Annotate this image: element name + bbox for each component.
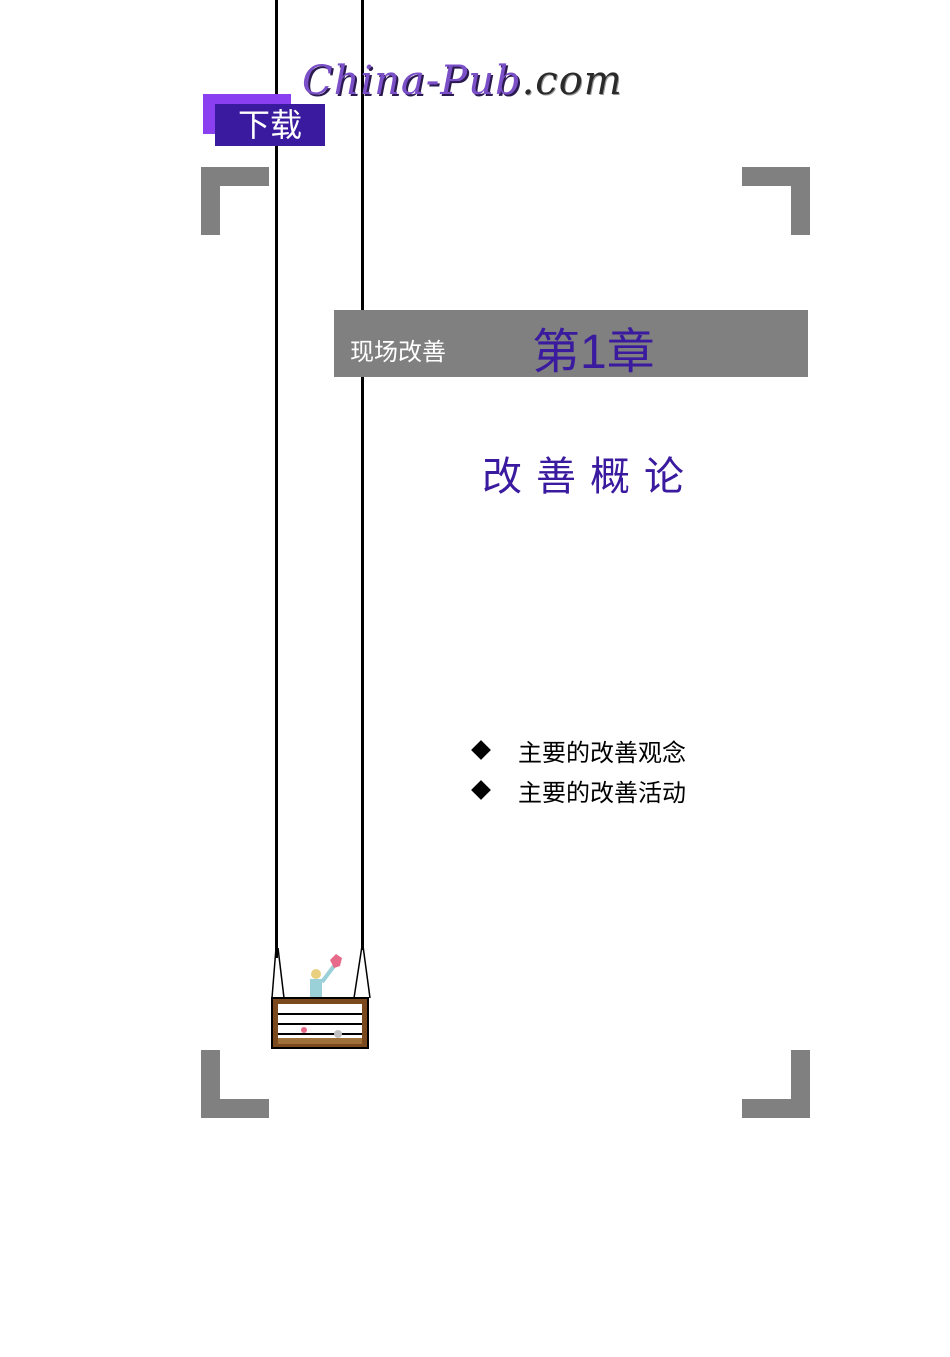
corner-bottom-left-h: [201, 1099, 269, 1118]
chapter-number: 第1章: [532, 326, 655, 379]
download-badge[interactable]: 下载: [215, 104, 325, 146]
diamond-bullet-icon: [471, 780, 491, 800]
list-item-label: 主要的改善观念: [518, 738, 686, 767]
chapter-title: 改善概论: [482, 454, 698, 500]
logo-suffix: .com: [521, 58, 623, 104]
book-subtitle: 现场改善: [350, 338, 446, 366]
right-rope: [361, 0, 364, 950]
list-item[interactable]: 主要的改善活动: [470, 770, 686, 810]
corner-top-left-v: [201, 167, 220, 235]
chapter-banner: [334, 310, 808, 377]
logo-text: China-Pub: [302, 58, 522, 104]
list-item[interactable]: 主要的改善观念: [470, 730, 686, 770]
swing-illustration: [268, 938, 378, 1057]
list-item-label: 主要的改善活动: [518, 778, 686, 807]
diamond-bullet-icon: [471, 740, 491, 760]
china-pub-logo[interactable]: China-Pub.com: [302, 58, 623, 104]
corner-top-right-v: [791, 167, 810, 235]
left-rope: [275, 0, 278, 958]
corner-bottom-right-h: [742, 1099, 810, 1118]
contents-list: 主要的改善观念 主要的改善活动: [470, 730, 686, 810]
